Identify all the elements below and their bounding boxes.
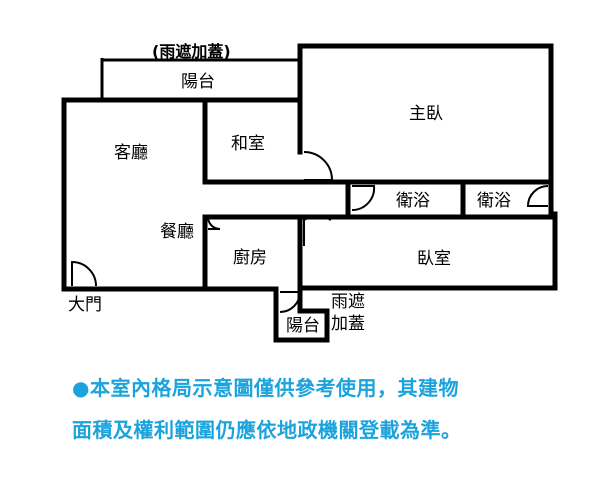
door-master	[303, 151, 334, 181]
bathroom-2-label: 衛浴	[477, 191, 511, 211]
kitchen-label: 廚房	[233, 248, 267, 268]
living-room-label: 客廳	[114, 143, 148, 163]
bottom-balcony-label: 陽台	[286, 316, 320, 336]
door-main	[71, 260, 97, 287]
japanese-room-label: 和室	[231, 134, 265, 154]
door-bath-1	[351, 185, 376, 212]
door-dining	[207, 216, 221, 230]
bottom-balcony-note-1: 雨遮	[331, 292, 365, 312]
bedroom-label: 臥室	[417, 249, 451, 269]
door-bedroom	[303, 215, 332, 246]
dining-room-label: 餐廳	[160, 222, 194, 242]
bathroom-1-label: 衛浴	[396, 191, 430, 211]
door-bath-2	[526, 185, 549, 207]
disclaimer-line-2: 面積及權利範圍仍應依地政機關登載為準。	[72, 418, 462, 442]
top-balcony-label: 陽台	[181, 72, 215, 92]
disclaimer-line-1: ●本室內格局示意圖僅供參考使用，其建物	[72, 376, 459, 400]
door-kitchen-balcony	[279, 291, 302, 313]
bottom-balcony-note-2: 加蓋	[331, 314, 365, 334]
main-door-label: 大門	[68, 295, 102, 315]
master-bedroom-label: 主臥	[409, 104, 443, 124]
top-balcony-note: (雨遮加蓋)	[152, 42, 231, 61]
